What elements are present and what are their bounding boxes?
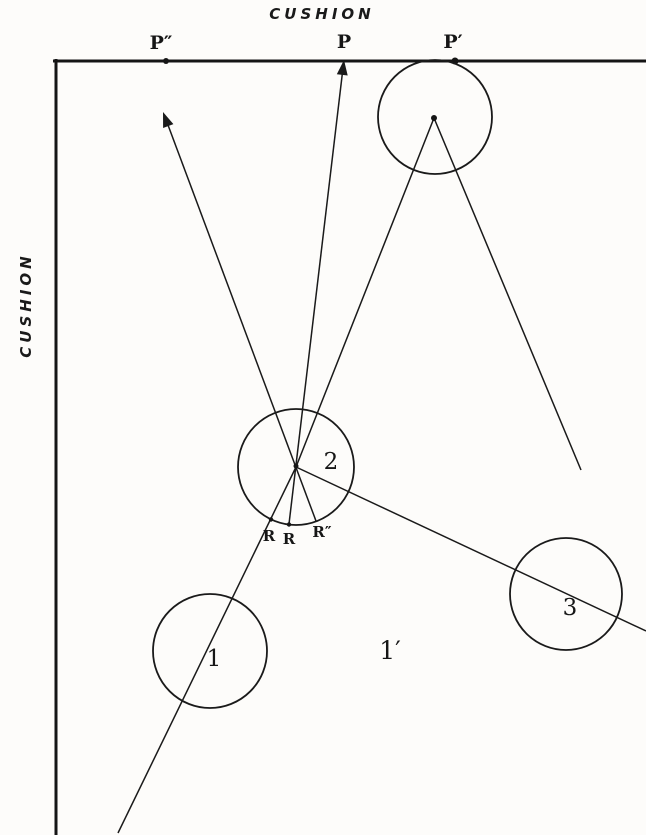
top-ball-circle: [377, 59, 493, 175]
top-cushion-label: CUSHION: [269, 5, 374, 23]
ghost-position-1-prime-label: 1′: [379, 636, 401, 665]
point-p-label: P: [337, 31, 351, 53]
ball-2-label: 2: [324, 449, 339, 475]
ball-1-circle: [152, 593, 268, 709]
ball-2-center-dot: [293, 463, 299, 469]
ball-3-label: 3: [563, 595, 578, 621]
path-line-from-apex: [433, 117, 582, 471]
arrowhead-to-p-double-prime-icon: [163, 112, 174, 128]
point-p-prime-label: P′: [443, 31, 462, 53]
ball-2-circle: [237, 408, 355, 526]
contact-point-r2-label: R: [283, 530, 296, 548]
left-cushion-label: CUSHION: [17, 252, 35, 357]
contact-point-r2-dot: [286, 522, 292, 527]
ball-1-label: 1: [207, 646, 222, 672]
aim-line-to-p: [288, 67, 344, 525]
arrowhead-to-p-icon: [336, 60, 348, 76]
apex-dot: [431, 115, 437, 121]
line-through-ball-3: [295, 466, 646, 632]
contact-point-r-double-prime-label: R″: [312, 523, 331, 541]
contact-point-r1-label: R: [263, 527, 276, 545]
line-through-ball-1: [117, 466, 297, 834]
path-line-to-apex: [295, 117, 435, 468]
aim-line-to-p-double-prime: [164, 116, 317, 522]
ball-3-circle: [509, 537, 623, 651]
point-p-double-prime-dot: [163, 58, 169, 64]
contact-point-r1-dot: [268, 517, 274, 522]
point-p-double-prime-label: P″: [150, 32, 173, 54]
